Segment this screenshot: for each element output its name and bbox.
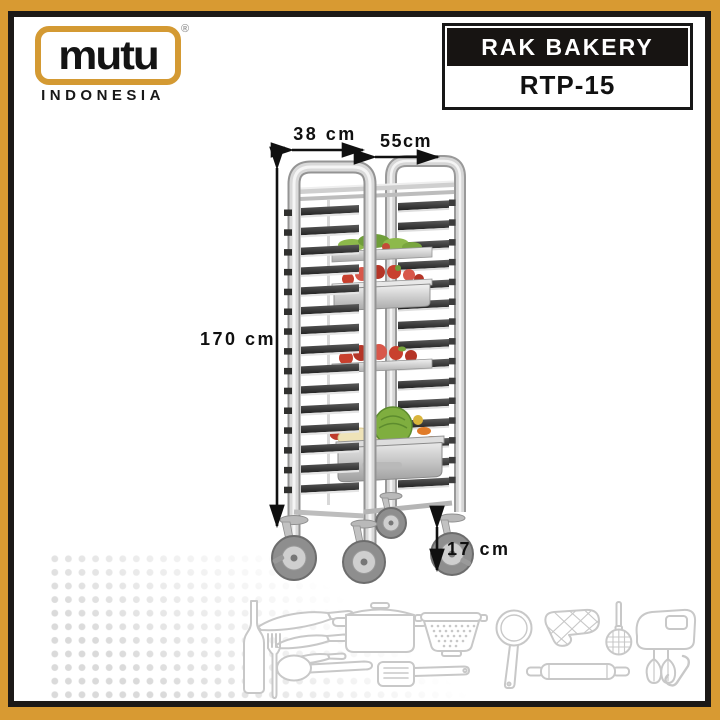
caster-front-right: [342, 519, 386, 584]
product-title: RAK BAKERY: [447, 28, 688, 66]
bottle-icon: [243, 600, 265, 694]
rack-front-frame: [287, 160, 377, 548]
rack-bottom-braces: [293, 500, 453, 519]
brand-country-label: INDONESIA: [41, 87, 165, 104]
spoon-icon: [276, 654, 373, 682]
product-model: RTP-15: [519, 70, 616, 100]
kitchen-utensils-strip: [243, 600, 697, 699]
brand-wordmark: mutu: [58, 32, 160, 78]
spatula-icon: [377, 661, 470, 687]
frying-pan-icon: [495, 609, 533, 689]
caster-front-left: [271, 515, 317, 581]
ladle-hook-icon: [664, 654, 691, 687]
stockpot-icon: [332, 602, 428, 653]
fork-icon: [267, 633, 281, 699]
utility-knife-icon: [275, 633, 349, 650]
caster-dimension-label: 17 cm: [447, 539, 511, 559]
rolling-pin-icon: [526, 663, 630, 680]
width-dimension-label: 38 cm: [293, 124, 357, 144]
dimension-arrows: [269, 142, 445, 573]
registered-mark: ®: [181, 23, 190, 35]
product-box: RAK BAKERY RTP-15: [442, 23, 693, 110]
brand-logo: mutu: [35, 26, 181, 85]
depth-dimension-label: 55cm: [379, 131, 433, 151]
masher-icon: [605, 601, 633, 656]
bakery-rack-illustration: [269, 142, 474, 584]
rack-top-bars: [299, 180, 455, 201]
caster-back-left: [375, 492, 407, 539]
height-dimension-label: 170 cm: [200, 329, 277, 349]
hand-mixer-icon: [635, 608, 697, 684]
oven-mitt-icon: [544, 608, 600, 647]
colander-icon: [414, 612, 488, 657]
